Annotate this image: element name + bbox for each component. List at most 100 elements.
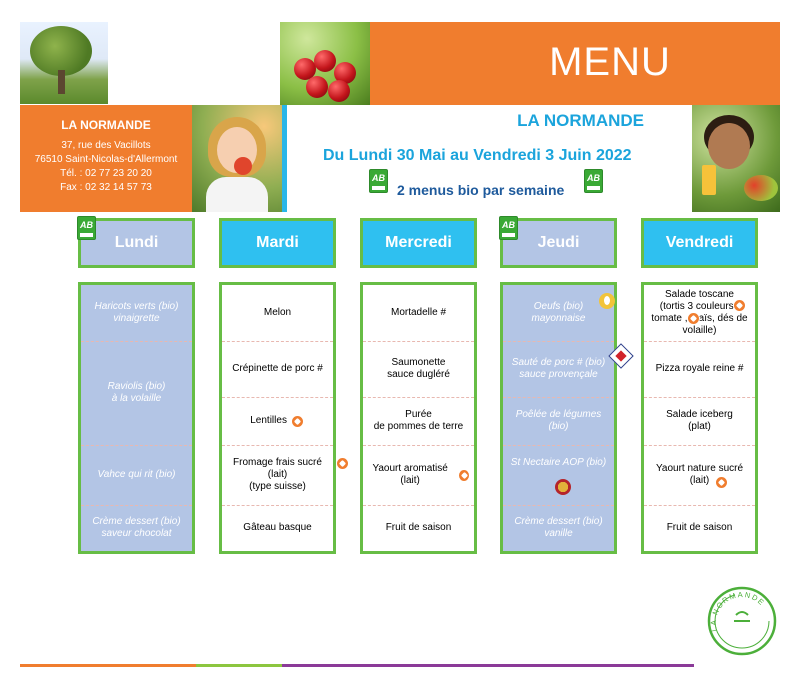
company-phone: Tél. : 02 77 23 20 20 (60, 168, 152, 179)
company-info-box: LA NORMANDE 37, rue des Vacillots 76510 … (20, 105, 192, 212)
dish-text: Crépinette de porc # (232, 363, 323, 374)
dish-text: Sauté de porc # (bio) sauce provençale (511, 357, 606, 380)
fruit-basket (744, 175, 778, 201)
dish-text: Poêlée de légumes (bio) (515, 409, 602, 432)
boy-face (708, 123, 750, 169)
menu-column-jeudi: Oeufs (bio) mayonnaise Sauté de porc # (… (500, 282, 634, 554)
ab-logo-icon: AB (369, 169, 388, 193)
divider (644, 397, 755, 398)
divider (503, 445, 614, 446)
fork-icon (734, 611, 750, 622)
divider (644, 505, 755, 506)
cherry (328, 80, 350, 102)
day-header-vendredi: Vendredi (641, 218, 758, 268)
day-name: Jeudi (503, 221, 614, 265)
dish-main: Sauté de porc # (bio) sauce provençale (503, 341, 614, 397)
dish-text: Saumonette sauce dugléré (387, 357, 450, 380)
girl-eating-photo (192, 105, 282, 212)
tree-crown (30, 26, 92, 76)
ab-logo-text: AB (80, 220, 93, 230)
boy-fruit-photo (692, 105, 780, 212)
day-header-lundi: Lundi (78, 218, 195, 268)
dish-text: Oeufs (bio) mayonnaise (531, 301, 586, 324)
dish-text: Crème dessert (bio) vanille (514, 516, 603, 539)
brand-title: LA NORMANDE (517, 111, 644, 130)
dish-dessert: Gâteau basque (222, 505, 333, 551)
ab-logo-icon: AB (499, 216, 518, 240)
dish-text: Gâteau basque (243, 522, 312, 533)
divider (222, 341, 333, 342)
french-origin-icon (336, 457, 349, 470)
dish-side: Salade iceberg (plat) (644, 397, 755, 445)
girl-shirt (206, 177, 268, 212)
dish-side: Lentilles (222, 397, 333, 445)
french-origin-icon (715, 476, 728, 489)
divider (222, 445, 333, 446)
aop-icon (555, 479, 571, 495)
menu-banner: MENU (370, 22, 780, 105)
dish-side: Poêlée de légumes (bio) (503, 397, 614, 445)
logo-text: LA NORMANDE (709, 590, 767, 632)
company-address-line1: 37, rue des Vacillots (61, 140, 151, 151)
header-info: LA NORMANDE Du Lundi 30 Mai au Vendredi … (287, 105, 692, 212)
menu-column-mardi: Melon Crépinette de porc # Lentilles Fro… (219, 282, 349, 554)
company-fax: Fax : 02 32 14 57 73 (60, 182, 152, 193)
dish-entree: Haricots verts (bio) vinaigrette (81, 285, 192, 341)
divider (81, 341, 192, 342)
ab-logo-icon: AB (77, 216, 96, 240)
ab-logo-text: AB (372, 173, 385, 183)
dish-text: Salade iceberg (plat) (666, 409, 733, 432)
dish-entree: Salade toscane (tortis 3 couleurs , toma… (644, 285, 755, 341)
divider (222, 397, 333, 398)
dish-text: Pizza royale reine # (655, 363, 744, 374)
company-name: LA NORMANDE (61, 118, 151, 132)
dish-side: Purée de pommes de terre (363, 397, 474, 445)
dish-dessert: Crème dessert (bio) vanille (503, 505, 614, 551)
girl-fruit (234, 157, 252, 175)
divider (363, 445, 474, 446)
divider (363, 341, 474, 342)
french-origin-icon (290, 414, 304, 428)
dish-text: Yaourt nature sucré (lait) (655, 463, 744, 486)
dish-main: Pizza royale reine # (644, 341, 755, 397)
company-address-line2: 76510 Saint-Nicolas-d'Allermont (34, 154, 178, 165)
footer-line-green (196, 664, 282, 667)
day-name: Vendredi (644, 221, 755, 265)
dish-text: Fruit de saison (385, 522, 452, 533)
menu-column-mercredi: Mortadelle # Saumonette sauce dugléré Pu… (360, 282, 477, 554)
dish-main: Crépinette de porc # (222, 341, 333, 397)
logo-text-path: LA NORMANDE (709, 590, 765, 632)
blue-accent-strip (282, 105, 287, 212)
juice-glass (702, 165, 716, 195)
dish-text: Melon (263, 307, 292, 318)
french-origin-icon (733, 299, 746, 312)
dish-text: Salade toscane (tortis 3 couleurs , toma… (651, 289, 748, 336)
menu-title: MENU (549, 40, 671, 84)
date-range: Du Lundi 30 Mai au Vendredi 3 Juin 2022 (323, 147, 632, 164)
dish-dessert: Fruit de saison (644, 505, 755, 551)
dish-text: Haricots verts (bio) vinaigrette (94, 301, 179, 324)
dish-text: Yaourt aromatisé (lait) (372, 463, 448, 486)
dish-text: Mortadelle # (390, 307, 447, 318)
dish-dairy: Yaourt aromatisé (lait) (363, 445, 474, 505)
day-header-mardi: Mardi (219, 218, 336, 268)
day-name: Mardi (222, 221, 333, 265)
dish-text: Purée de pommes de terre (373, 409, 464, 432)
ab-logo-text: AB (502, 220, 515, 230)
cherry (314, 50, 336, 72)
dish-dessert: Fruit de saison (363, 505, 474, 551)
dish-cheese: Vahce qui rit (bio) (81, 445, 192, 505)
dish-entree: Melon (222, 285, 333, 341)
divider (222, 505, 333, 506)
dish-entree: Mortadelle # (363, 285, 474, 341)
day-header-jeudi: Jeudi (500, 218, 617, 268)
menu-column-vendredi: Salade toscane (tortis 3 couleurs , toma… (641, 282, 758, 554)
bio-note: 2 menus bio par semaine (397, 182, 565, 198)
french-origin-icon (687, 312, 700, 325)
divider (503, 505, 614, 506)
orchard-tree-photo (20, 22, 108, 104)
dish-text: Fromage frais sucré (lait) (type suisse) (233, 457, 322, 492)
divider (644, 445, 755, 446)
dish-text: Vahce qui rit (bio) (97, 469, 176, 480)
logo-inner-ring (714, 593, 770, 649)
